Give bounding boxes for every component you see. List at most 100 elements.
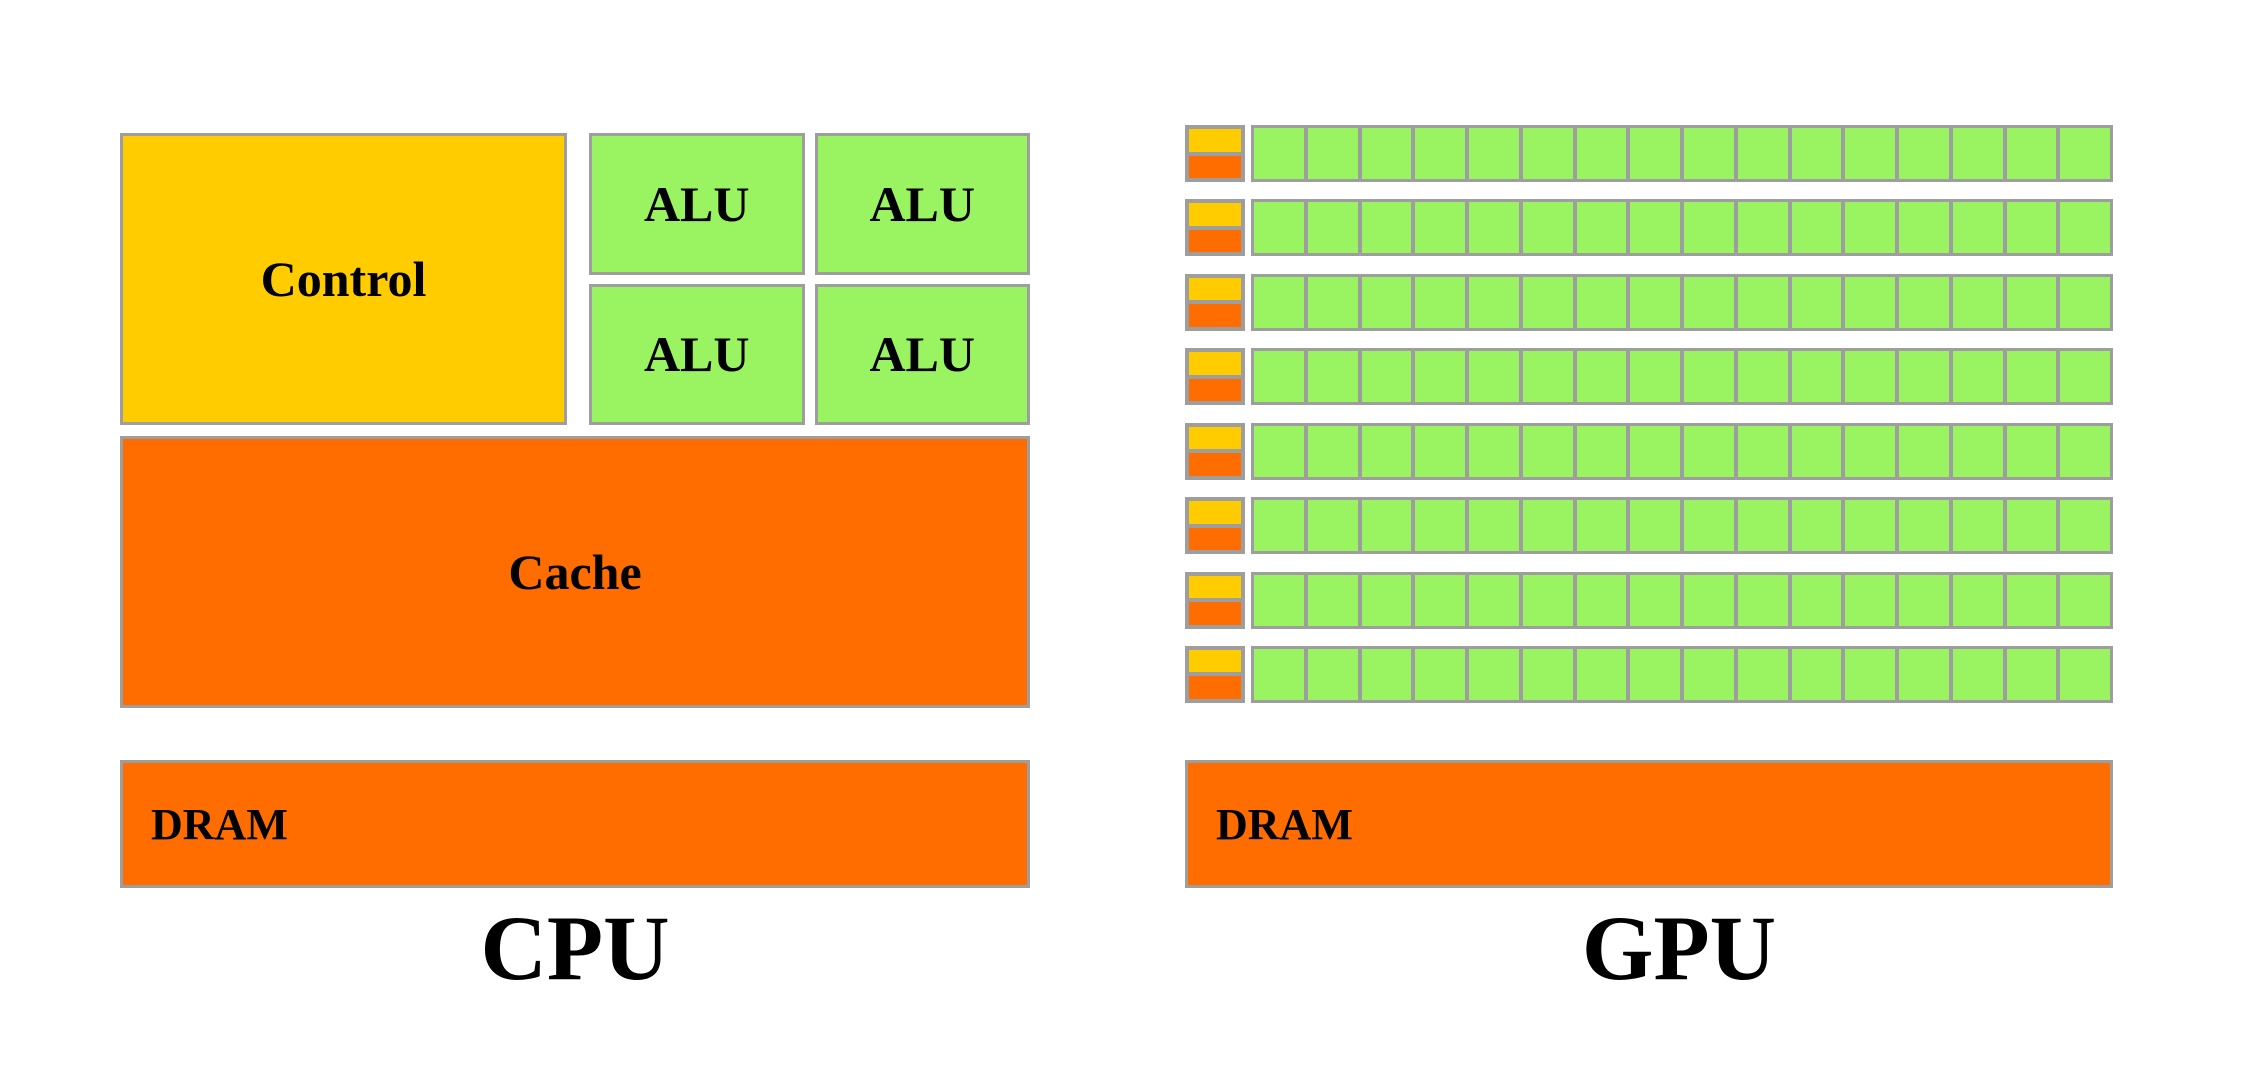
gpu-alu-cell: [2060, 574, 2110, 626]
gpu-alu-cell: [1522, 425, 1573, 477]
gpu-alu-cell: [2060, 351, 2110, 403]
gpu-alu-cell: [1576, 276, 1627, 328]
gpu-alu-cell: [1737, 128, 1788, 179]
gpu-alu-cell: [1899, 202, 1949, 254]
gpu-alu-cell: [1737, 351, 1788, 403]
gpu-alu-cell: [1684, 425, 1734, 477]
gpu-row-control-cache-block: [1185, 571, 1245, 629]
gpu-alu-cell: [1254, 648, 1304, 700]
gpu-alu-cell: [1952, 648, 2003, 700]
gpu-core-row: [1185, 199, 2113, 257]
gpu-alu-cell: [1307, 574, 1358, 626]
cpu-cache-box: Cache: [120, 436, 1030, 708]
gpu-alu-cell: [1576, 425, 1627, 477]
gpu-core-row: [1185, 348, 2113, 406]
gpu-row-cache-block: [1189, 453, 1241, 476]
gpu-alu-cell: [2006, 500, 2057, 552]
gpu-alu-cell: [1899, 500, 1949, 552]
gpu-alu-cell: [1522, 574, 1573, 626]
gpu-alu-cell: [1791, 202, 1842, 254]
gpu-alu-cell: [1307, 128, 1358, 179]
gpu-row-alu-cells: [1251, 422, 2113, 480]
gpu-alu-cell: [1361, 276, 1412, 328]
gpu-alu-cell: [1899, 574, 1949, 626]
gpu-row-control-cache-block: [1185, 422, 1245, 480]
gpu-row-control-block: [1189, 426, 1241, 450]
gpu-alu-cell: [1522, 648, 1573, 700]
gpu-alu-cell: [2006, 202, 2057, 254]
cpu-alu-box: ALU: [589, 283, 805, 425]
gpu-alu-cell: [1684, 648, 1734, 700]
gpu-title: GPU: [1581, 897, 1777, 999]
gpu-row-alu-cells: [1251, 273, 2113, 331]
gpu-alu-cell: [1522, 351, 1573, 403]
gpu-alu-cell: [1791, 425, 1842, 477]
gpu-row-control-block: [1189, 352, 1241, 375]
gpu-row-control-block: [1189, 129, 1241, 152]
gpu-alu-cell: [1791, 276, 1842, 328]
gpu-alu-cell: [1576, 574, 1627, 626]
cpu-dram-box: DRAM: [120, 760, 1030, 888]
gpu-alu-cell: [1469, 425, 1519, 477]
cpu-control-box: Control: [120, 133, 567, 425]
gpu-alu-cell: [1307, 500, 1358, 552]
gpu-alu-cell: [1845, 648, 1895, 700]
gpu-row-cache-block: [1189, 229, 1241, 253]
gpu-alu-cell: [1415, 351, 1465, 403]
gpu-alu-cell: [1952, 425, 2003, 477]
gpu-alu-cell: [1952, 128, 2003, 179]
gpu-alu-cell: [1522, 500, 1573, 552]
gpu-alu-cell: [1845, 425, 1895, 477]
gpu-alu-cell: [1361, 128, 1412, 179]
gpu-alu-cell: [1630, 276, 1680, 328]
gpu-alu-cell: [1361, 351, 1412, 403]
gpu-row-alu-cells: [1251, 199, 2113, 257]
gpu-alu-cell: [1469, 202, 1519, 254]
gpu-core-row: [1185, 273, 2113, 331]
gpu-alu-cell: [1576, 648, 1627, 700]
gpu-alu-cell: [1630, 648, 1680, 700]
gpu-alu-cell: [1469, 128, 1519, 179]
gpu-core-rows: [1185, 125, 2113, 703]
gpu-alu-cell: [1469, 648, 1519, 700]
gpu-alu-cell: [1899, 648, 1949, 700]
gpu-core-row: [1185, 497, 2113, 555]
gpu-row-alu-cells: [1251, 348, 2113, 406]
gpu-alu-cell: [1845, 574, 1895, 626]
gpu-alu-cell: [1684, 500, 1734, 552]
gpu-alu-cell: [1899, 425, 1949, 477]
gpu-alu-cell: [2006, 351, 2057, 403]
gpu-alu-cell: [2060, 202, 2110, 254]
gpu-alu-cell: [1415, 202, 1465, 254]
gpu-alu-cell: [1899, 351, 1949, 403]
gpu-alu-cell: [1791, 648, 1842, 700]
gpu-row-control-cache-block: [1185, 273, 1245, 331]
gpu-alu-cell: [1415, 425, 1465, 477]
gpu-dram-box: DRAM: [1185, 760, 2113, 888]
gpu-alu-cell: [1952, 351, 2003, 403]
gpu-row-cache-block: [1189, 155, 1241, 178]
gpu-alu-cell: [1899, 276, 1949, 328]
gpu-alu-cell: [1469, 276, 1519, 328]
gpu-alu-cell: [1899, 128, 1949, 179]
cpu-alu-box: ALU: [814, 283, 1030, 425]
gpu-row-alu-cells: [1251, 125, 2113, 182]
gpu-alu-cell: [1361, 425, 1412, 477]
cpu-alu-box: ALU: [589, 133, 805, 275]
gpu-core-row: [1185, 125, 2113, 182]
gpu-alu-cell: [1952, 276, 2003, 328]
gpu-alu-cell: [1737, 425, 1788, 477]
gpu-alu-cell: [1630, 128, 1680, 179]
gpu-alu-cell: [1415, 574, 1465, 626]
gpu-alu-cell: [1254, 202, 1304, 254]
gpu-alu-cell: [1307, 425, 1358, 477]
gpu-alu-cell: [1415, 648, 1465, 700]
gpu-alu-cell: [1307, 648, 1358, 700]
gpu-alu-cell: [2060, 128, 2110, 179]
gpu-alu-cell: [1952, 202, 2003, 254]
gpu-alu-cell: [2060, 500, 2110, 552]
gpu-alu-cell: [1737, 500, 1788, 552]
gpu-alu-cell: [1254, 500, 1304, 552]
